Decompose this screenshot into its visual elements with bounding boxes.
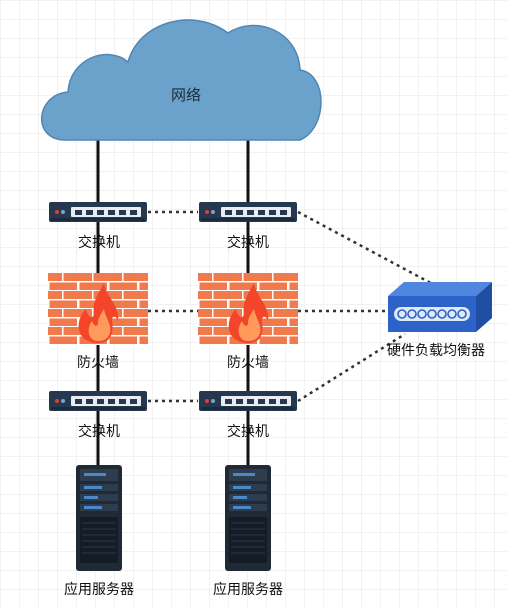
dotted-link-top-switch-to-lb	[297, 210, 441, 290]
firewall-right-icon	[198, 273, 298, 345]
switch-top-left-label: 交换机	[78, 235, 120, 251]
load-balancer-label: 硬件负载均衡器	[387, 343, 485, 359]
switch-bottom-right-label: 交换机	[227, 424, 269, 440]
server-left-label: 应用服务器	[64, 582, 134, 598]
firewall-left-icon	[48, 273, 148, 345]
server-right-icon	[225, 465, 271, 571]
switch-bottom-right-icon	[199, 391, 297, 411]
firewall-right-label: 防火墙	[227, 355, 269, 371]
switch-top-right-label: 交换机	[227, 235, 269, 251]
cloud-label: 网络	[170, 86, 202, 104]
switch-top-right-icon	[199, 202, 297, 222]
firewall-left-label: 防火墙	[77, 355, 119, 371]
switch-bottom-left-label: 交换机	[78, 424, 120, 440]
server-right-label: 应用服务器	[213, 582, 283, 598]
cloud-icon	[41, 19, 322, 141]
server-left-icon	[76, 465, 122, 571]
switch-top-left-icon	[49, 202, 147, 222]
dotted-links	[148, 210, 441, 403]
switch-bottom-left-icon	[49, 391, 147, 411]
load-balancer-icon	[388, 282, 492, 332]
dotted-link-bottom-switch-to-lb	[297, 332, 406, 403]
